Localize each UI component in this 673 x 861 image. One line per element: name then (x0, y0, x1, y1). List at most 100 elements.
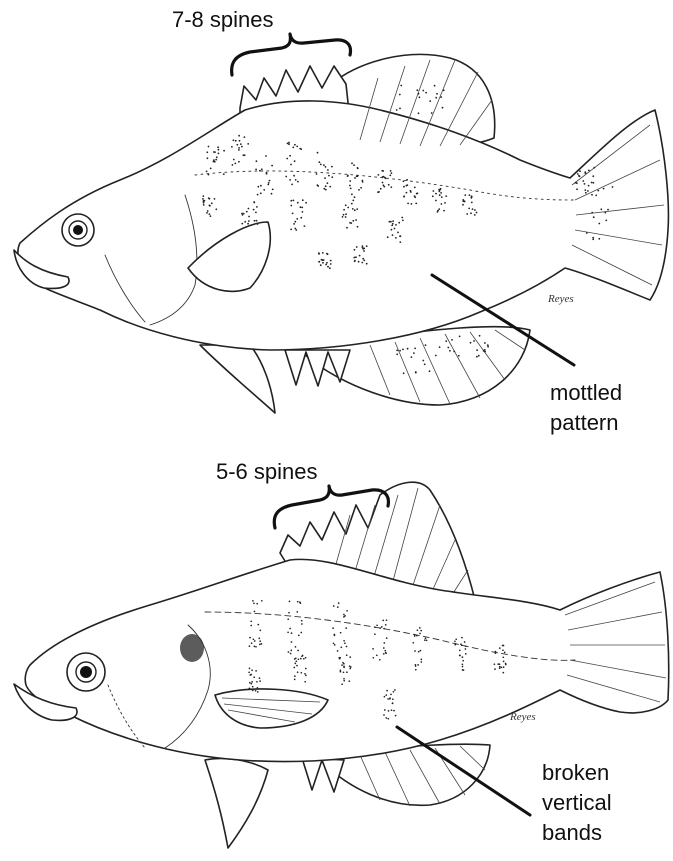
stipple-dot (605, 220, 607, 222)
stipple-dot (420, 659, 422, 661)
stipple-dot (288, 612, 290, 614)
stipple-dot (238, 149, 240, 151)
stipple-dot (392, 234, 394, 236)
stipple-dot (442, 107, 444, 109)
stipple-dot (203, 200, 205, 202)
stipple-dot (297, 671, 299, 673)
stipple-dot (381, 626, 383, 628)
stipple-dot (261, 600, 263, 602)
stipple-dot (346, 227, 348, 229)
stipple-dot (392, 698, 394, 700)
stipple-dot (325, 185, 327, 187)
stipple-dot (209, 205, 211, 207)
stipple-dot (603, 188, 605, 190)
bottom-pattern-label-line1: broken (542, 760, 609, 785)
stipple-dot (389, 221, 391, 223)
stipple-dot (462, 669, 464, 671)
stipple-dot (362, 180, 364, 182)
stipple-dot (438, 208, 440, 210)
stipple-dot (468, 208, 470, 210)
stipple-dot (304, 225, 306, 227)
stipple-dot (272, 189, 274, 191)
stipple-dot (441, 203, 443, 205)
stipple-dot (464, 201, 466, 203)
stipple-dot (248, 208, 250, 210)
stipple-dot (254, 220, 256, 222)
top-anal-spines (285, 350, 350, 386)
stipple-dot (326, 253, 328, 255)
stipple-dot (346, 654, 348, 656)
stipple-dot (476, 212, 478, 214)
stipple-dot (342, 662, 344, 664)
stipple-dot (604, 212, 606, 214)
stipple-dot (592, 237, 594, 239)
stipple-dot (598, 238, 600, 240)
stipple-dot (337, 650, 339, 652)
stipple-dot (341, 664, 343, 666)
stipple-dot (298, 635, 300, 637)
stipple-dot (288, 651, 290, 653)
stipple-dot (250, 688, 252, 690)
stipple-dot (202, 195, 204, 197)
stipple-dot (255, 169, 257, 171)
stipple-dot (445, 340, 447, 342)
stipple-dot (363, 260, 365, 262)
stipple-dot (346, 671, 348, 673)
stipple-dot (356, 208, 358, 210)
stipple-dot (587, 190, 589, 192)
stipple-dot (346, 610, 348, 612)
stipple-dot (257, 186, 259, 188)
stipple-dot (344, 615, 346, 617)
stipple-dot (291, 641, 293, 643)
stipple-dot (584, 183, 586, 185)
stipple-dot (252, 600, 254, 602)
stipple-dot (299, 148, 301, 150)
stipple-dot (362, 258, 364, 260)
stipple-dot (247, 223, 249, 225)
stipple-dot (391, 172, 393, 174)
stipple-dot (203, 204, 205, 206)
stipple-dot (332, 627, 334, 629)
stipple-dot (317, 185, 319, 187)
stipple-dot (443, 89, 445, 91)
stipple-dot (411, 203, 413, 205)
stipple-dot (208, 174, 210, 176)
stipple-dot (378, 174, 380, 176)
stipple-dot (239, 140, 241, 142)
stipple-dot (499, 667, 501, 669)
stipple-dot (389, 175, 391, 177)
stipple-dot (354, 177, 356, 179)
stipple-dot (260, 192, 262, 194)
stipple-dot (294, 228, 296, 230)
stipple-dot (399, 108, 401, 110)
stipple-dot (384, 709, 386, 711)
stipple-dot (357, 226, 359, 228)
stipple-dot (588, 170, 590, 172)
stipple-dot (392, 223, 394, 225)
stipple-dot (297, 181, 299, 183)
stipple-dot (458, 355, 460, 357)
stipple-dot (460, 643, 462, 645)
stipple-dot (215, 208, 217, 210)
bottom-signature: Reyes (509, 711, 536, 723)
stipple-dot (439, 346, 441, 348)
stipple-dot (294, 160, 296, 162)
stipple-dot (414, 187, 416, 189)
stipple-dot (502, 672, 504, 674)
stipple-dot (410, 190, 412, 192)
stipple-dot (435, 97, 437, 99)
stipple-dot (287, 618, 289, 620)
stipple-dot (374, 633, 376, 635)
stipple-dot (352, 200, 354, 202)
stipple-dot (362, 248, 364, 250)
stipple-dot (360, 187, 362, 189)
bottom-pupil (80, 666, 92, 678)
top-pattern-label: mottled pattern (550, 380, 628, 435)
top-signature: Reyes (547, 293, 574, 305)
stipple-dot (376, 624, 378, 626)
stipple-dot (344, 642, 346, 644)
stipple-dot (386, 637, 388, 639)
stipple-dot (403, 186, 405, 188)
stipple-dot (353, 164, 355, 166)
stipple-dot (425, 637, 427, 639)
